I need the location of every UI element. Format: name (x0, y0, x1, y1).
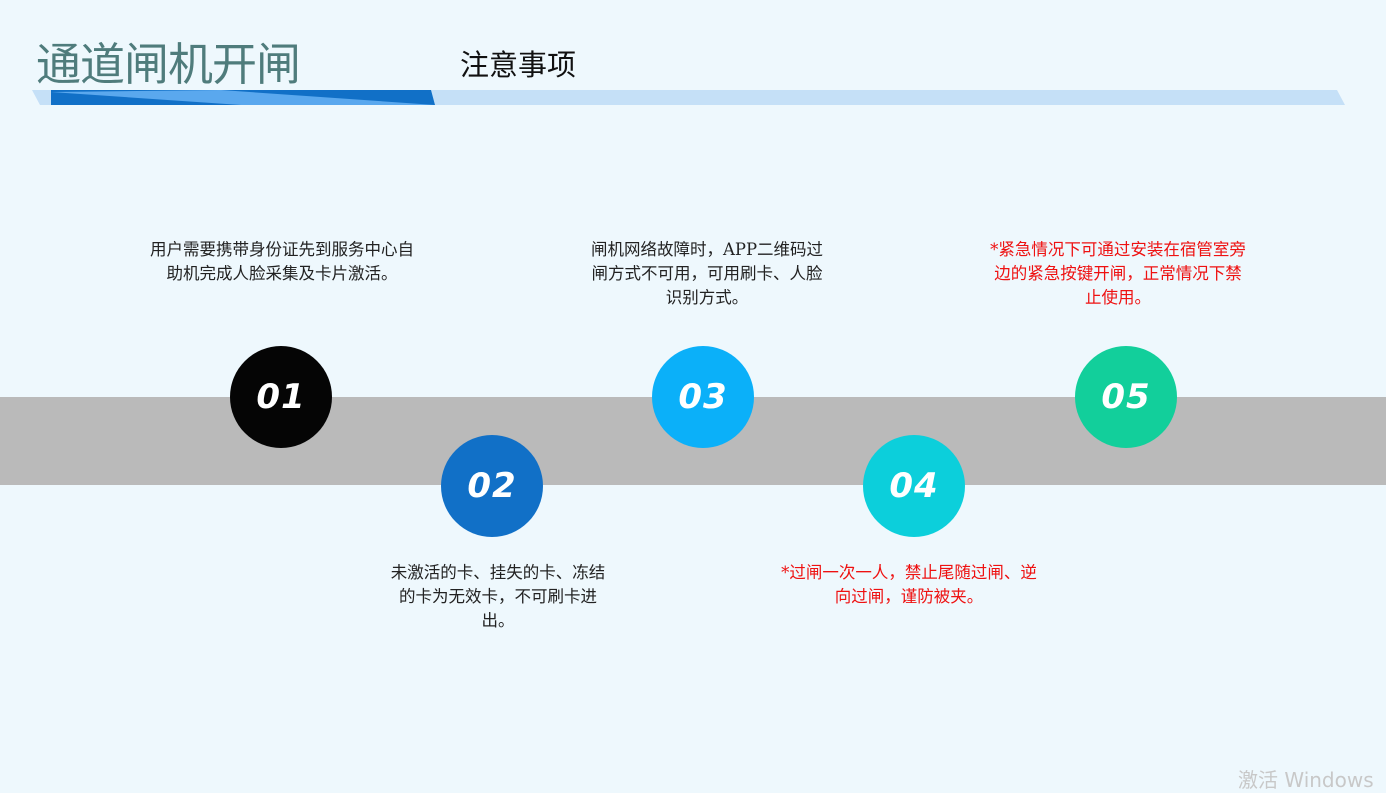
activation-watermark: 激活 Windows (1238, 768, 1374, 792)
step-3-text: 闸机网络故障时，APP二维码过闸方式不可用，可用刷卡、人脸识别方式。 (590, 240, 824, 307)
step-3-badge: 03 (652, 346, 754, 448)
step-5-text: *紧急情况下可通过安装在宿管室旁边的紧急按键开闸，正常情况下禁止使用。 (990, 240, 1246, 307)
step-2-badge: 02 (441, 435, 543, 537)
step-5-badge: 05 (1075, 346, 1177, 448)
step-1-text: 用户需要携带身份证先到服务中心自助机完成人脸采集及卡片激活。 (150, 240, 414, 283)
page-subtitle: 注意事项 (460, 48, 577, 82)
step-2-text: 未激活的卡、挂失的卡、冻结的卡为无效卡，不可刷卡进出。 (390, 563, 606, 630)
step-4-text: *过闸一次一人，禁止尾随过闸、逆向过闸，谨防被夹。 (781, 563, 1037, 606)
step-4-badge: 04 (863, 435, 965, 537)
step-1-badge: 01 (230, 346, 332, 448)
page-title: 通道闸机开闸 (36, 38, 301, 91)
